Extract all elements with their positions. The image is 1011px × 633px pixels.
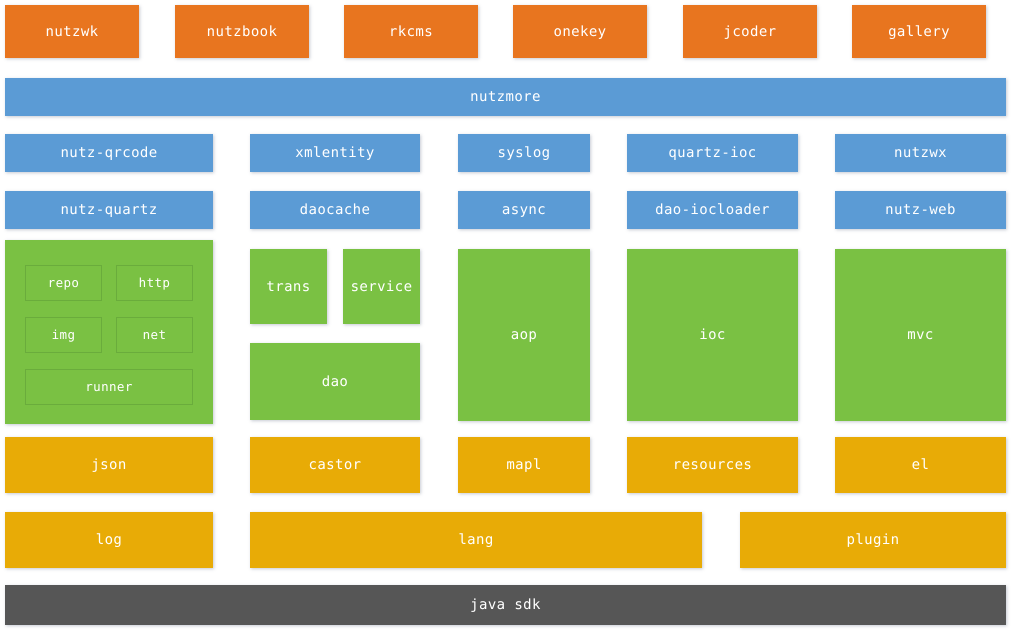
foundation-box-lang[interactable]: lang [250, 512, 702, 568]
app-box-jcoder[interactable]: jcoder [683, 5, 817, 58]
ext-box-nutz-quartz[interactable]: nutz-quartz [5, 191, 213, 229]
core-box-trans[interactable]: trans [250, 249, 327, 324]
ext-box-nutz-qrcode[interactable]: nutz-qrcode [5, 134, 213, 172]
core-box-aop[interactable]: aop [458, 249, 590, 421]
aggregator-bar-nutzmore[interactable]: nutzmore [5, 78, 1006, 116]
app-box-nutzbook[interactable]: nutzbook [175, 5, 309, 58]
foundation-box-json[interactable]: json [5, 437, 213, 493]
util-box-repo[interactable]: repo [25, 265, 102, 301]
app-box-gallery[interactable]: gallery [852, 5, 986, 58]
platform-bar-java-sdk[interactable]: java sdk [5, 585, 1006, 625]
ext-box-xmlentity[interactable]: xmlentity [250, 134, 420, 172]
ext-box-nutzwx[interactable]: nutzwx [835, 134, 1006, 172]
core-box-mvc[interactable]: mvc [835, 249, 1006, 421]
foundation-box-castor[interactable]: castor [250, 437, 420, 493]
util-box-http[interactable]: http [116, 265, 193, 301]
util-box-net[interactable]: net [116, 317, 193, 353]
ext-box-nutz-web[interactable]: nutz-web [835, 191, 1006, 229]
core-panel-utilities: repo http img net runner [5, 240, 213, 424]
app-box-nutzwk[interactable]: nutzwk [5, 5, 139, 58]
foundation-box-plugin[interactable]: plugin [740, 512, 1006, 568]
ext-box-dao-iocloader[interactable]: dao-iocloader [627, 191, 798, 229]
ext-box-quartz-ioc[interactable]: quartz-ioc [627, 134, 798, 172]
ext-box-syslog[interactable]: syslog [458, 134, 590, 172]
ext-box-daocache[interactable]: daocache [250, 191, 420, 229]
util-box-runner[interactable]: runner [25, 369, 193, 405]
foundation-box-log[interactable]: log [5, 512, 213, 568]
core-box-service[interactable]: service [343, 249, 420, 324]
util-box-img[interactable]: img [25, 317, 102, 353]
app-box-rkcms[interactable]: rkcms [344, 5, 478, 58]
foundation-box-resources[interactable]: resources [627, 437, 798, 493]
core-box-dao[interactable]: dao [250, 343, 420, 420]
core-box-ioc[interactable]: ioc [627, 249, 798, 421]
app-box-onekey[interactable]: onekey [513, 5, 647, 58]
ext-box-async[interactable]: async [458, 191, 590, 229]
foundation-box-mapl[interactable]: mapl [458, 437, 590, 493]
foundation-box-el[interactable]: el [835, 437, 1006, 493]
